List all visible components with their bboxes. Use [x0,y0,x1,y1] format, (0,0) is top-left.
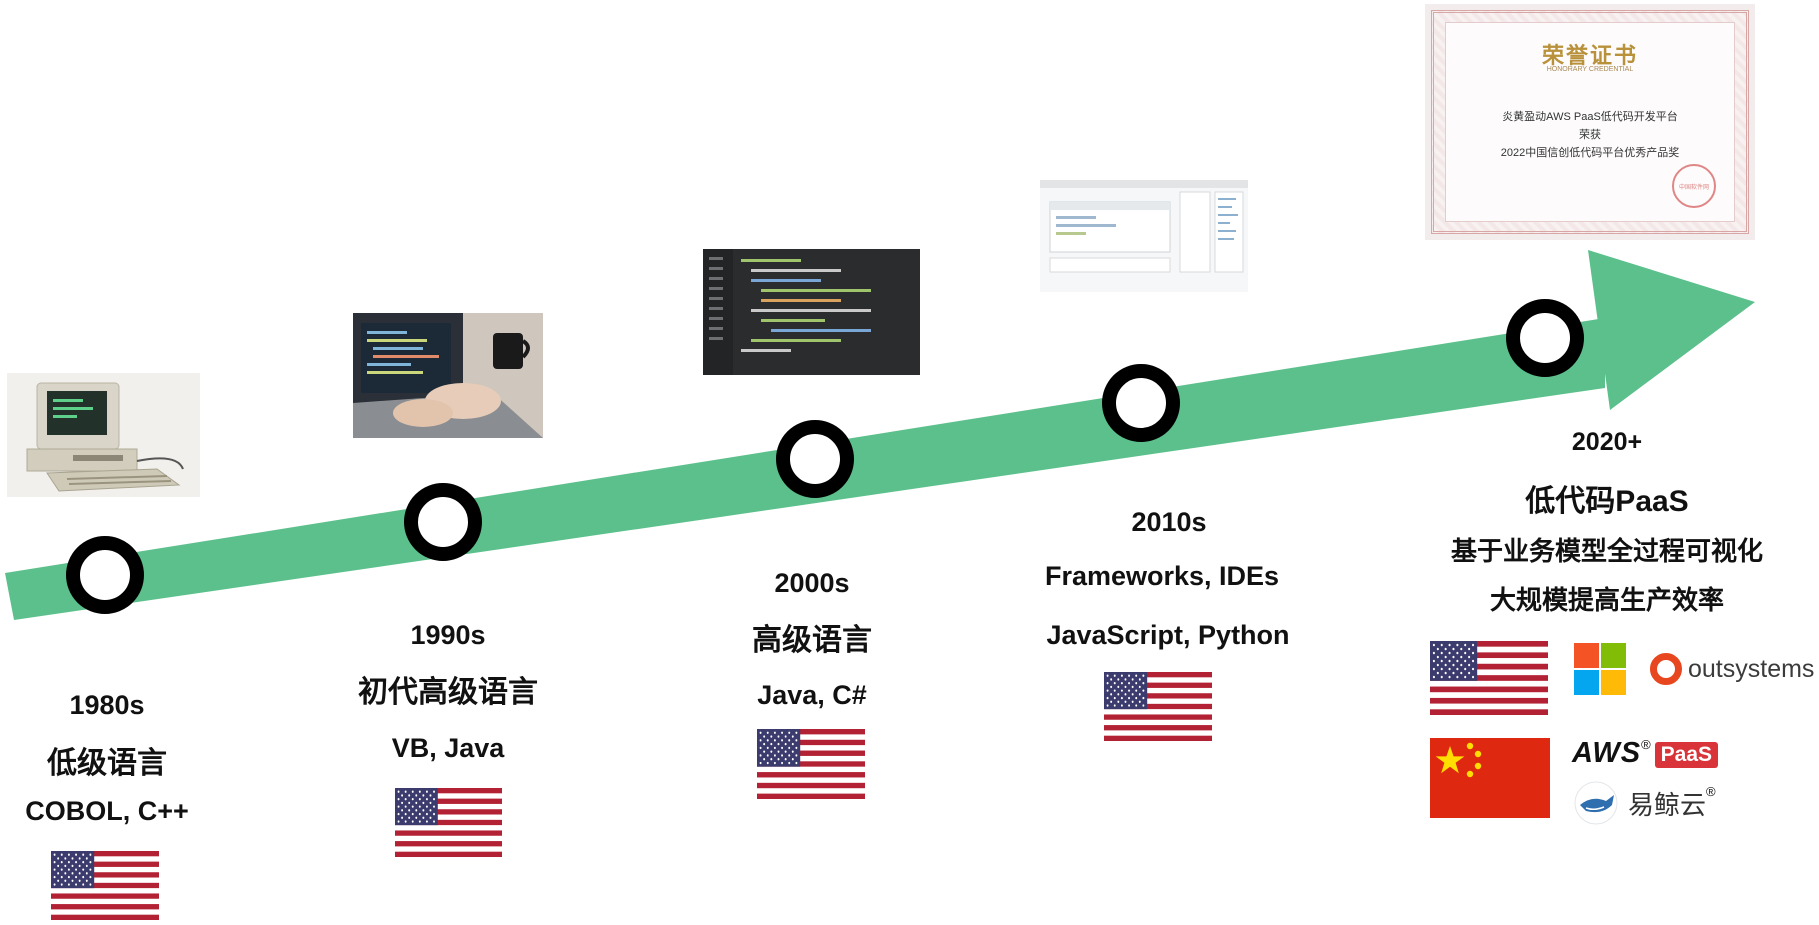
whale-icon [1574,781,1618,825]
us-flag-icon [1430,641,1548,716]
certificate-line-1: 炎黄盈动AWS PaaS低代码开发平台 [1502,111,1678,123]
outsystems-logo: outsystems [1650,652,1814,686]
certificate-seal-text: 中国软件网 [1678,184,1709,191]
certificate-subtitle: HONORARY CREDENTIAL [1546,66,1634,73]
era-1980s-tech: COBOL, C++ [25,796,189,826]
aws-registered-mark: ® [1641,737,1651,752]
yijingyun-registered-mark: ® [1706,784,1716,799]
timeline-node-2020+ [1506,299,1584,377]
era-2000s-tech: Java, C# [757,680,867,710]
era-2020-line-2: 大规模提高生产效率 [1489,585,1725,615]
yijingyun-logo: 易鲸云 ® [1572,780,1716,826]
ide-screenshot [1040,180,1248,292]
timeline-node-2000s [776,420,854,498]
code-editor-photo [703,249,920,375]
certificate-title: 荣誉证书 [1541,43,1638,68]
us-flag-icon [395,788,502,858]
us-flag-icon [51,851,159,921]
paas-badge: PaaS [1654,742,1719,768]
vintage-computer-photo [7,373,200,497]
us-flag-icon [1104,672,1212,742]
era-1990s-title: 初代高级语言 [358,676,538,709]
era-1980s-year: 1980s [69,690,145,720]
era-1990s-year: 1990s [410,620,486,650]
era-1980s-title: 低级语言 [47,747,167,780]
certificate-line-3: 2022中国信创低代码平台优秀产品奖 [1500,147,1680,159]
aws-paas-logo: AWS ® PaaS [1572,737,1719,773]
era-2020-line-1: 基于业务模型全过程可视化 [1450,536,1764,566]
era-2020-year: 2020+ [1571,428,1643,456]
timeline-node-1980s [66,536,144,614]
era-2010s-tech: JavaScript, Python [1046,620,1290,650]
era-2000s-year: 2000s [774,568,850,598]
aws-wordmark: AWS [1572,737,1642,769]
laptop-typing-photo [353,313,543,438]
honorary-certificate: 荣誉证书 HONORARY CREDENTIAL 炎黄盈动AWS PaaS低代码… [1425,4,1755,240]
yijingyun-wordmark: 易鲸云 [1628,789,1707,820]
certificate-line-2: 荣获 [1579,129,1601,141]
outsystems-ring-icon [1650,653,1682,685]
timeline-node-1990s [404,483,482,561]
microsoft-logo-icon [1574,643,1626,695]
era-2010s-year: 2010s [1131,507,1207,537]
era-2010s-title: Frameworks, IDEs [1044,561,1280,591]
outsystems-wordmark: outsystems [1688,654,1815,683]
era-1990s-tech: VB, Java [391,733,505,763]
certificate-seal-icon: 中国软件网 [1672,164,1716,208]
arrow-head-icon [1588,250,1755,410]
era-2020-title: 低代码PaaS [1525,485,1689,518]
china-flag-icon [1430,738,1550,818]
timeline-node-2010s [1102,364,1180,442]
era-2000s-title: 高级语言 [752,624,872,657]
us-flag-icon [757,729,865,800]
timeline-nodes [66,299,1584,614]
